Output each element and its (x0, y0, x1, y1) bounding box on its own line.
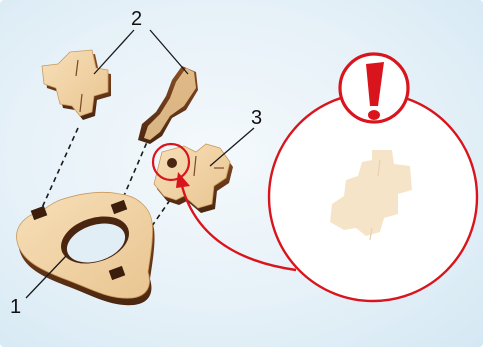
leader-line-2a (94, 30, 134, 74)
callout-label-3: 3 (251, 108, 262, 128)
part-2-edge-piece (138, 66, 198, 144)
callout-label-1: 1 (10, 297, 21, 317)
leader-line-2b (150, 30, 188, 74)
warning-badge (340, 54, 408, 122)
zoom-detail-circle (269, 93, 477, 301)
callout-label-2: 2 (131, 9, 142, 29)
part-1-ring-base (17, 192, 155, 305)
part-2-cross-piece (42, 50, 111, 120)
